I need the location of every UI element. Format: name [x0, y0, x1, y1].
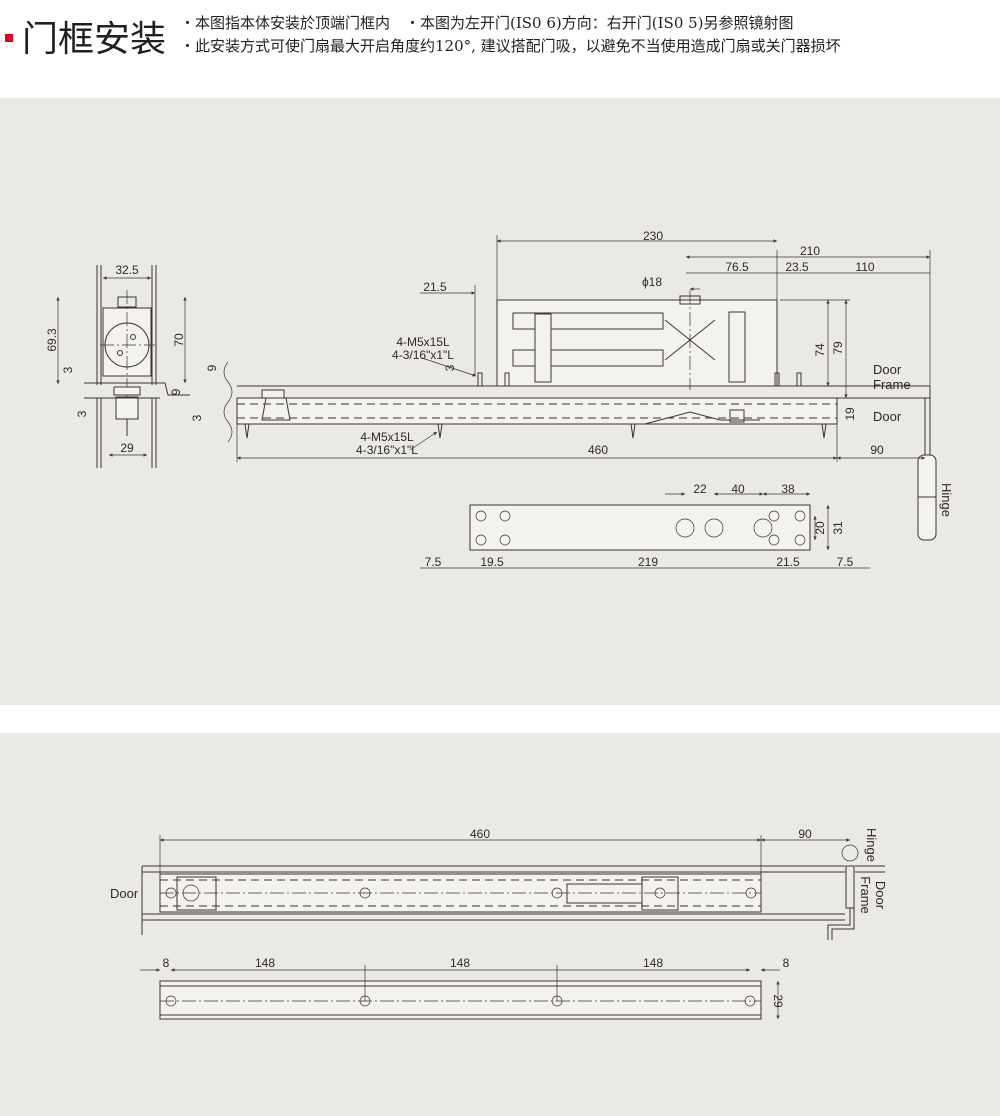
dim-22: 22	[693, 482, 707, 496]
header: 门框安装 ・本图指本体安装於顶端门框内 ・本图为左开门(IS0 6)方向：右开门…	[5, 14, 841, 60]
screws	[244, 372, 827, 439]
dim-38: 38	[781, 482, 795, 496]
dim-110: 110	[855, 260, 874, 274]
dim-32.5: 32.5	[115, 263, 139, 277]
dim-3-screw: 3	[443, 364, 457, 371]
door-frame-label-plan-1: Door	[873, 881, 888, 910]
dim-3-b: 3	[75, 410, 89, 417]
side-section-view: 32.5 69.3 70 3 3 9 29	[45, 263, 190, 468]
dim-21.5-plate: 21.5	[776, 555, 800, 569]
dim-23.5: 23.5	[785, 260, 809, 274]
dim-20: 20	[813, 521, 827, 535]
page-title: 门框安装	[22, 19, 166, 60]
front-elevation-view: 9 3 21.5 230 210 76.5 23.5 110 ϕ18 4-M5x…	[190, 229, 954, 541]
door-label-plan: Door	[110, 886, 139, 901]
dim-8-left: 8	[163, 956, 170, 970]
dim-460-plan: 460	[470, 827, 490, 841]
dim-219: 219	[638, 555, 658, 569]
title-bullet-icon	[5, 34, 13, 42]
dim-19: 19	[843, 407, 857, 421]
dim-40: 40	[731, 482, 745, 496]
dim-69.3: 69.3	[45, 328, 59, 352]
dim-29: 29	[120, 441, 134, 455]
door-label: Door	[873, 409, 902, 424]
screw-spec-bottom-metric: 4-M5x15L	[360, 430, 414, 444]
dim-148-c: 148	[643, 956, 663, 970]
dim-210: 210	[800, 244, 820, 258]
dim-148-a: 148	[255, 956, 275, 970]
dim-31: 31	[831, 521, 845, 535]
dim-460: 460	[588, 443, 608, 457]
dim-3-a: 3	[61, 366, 75, 373]
door-frame-label-1: Door	[873, 362, 902, 377]
screw-spec-bottom-imperial: 4-3/16"x1"L	[356, 443, 418, 457]
dim-148-b: 148	[450, 956, 470, 970]
dim-phi18: ϕ18	[642, 275, 662, 289]
dim-90-plan: 90	[798, 827, 812, 841]
dim-70: 70	[172, 333, 186, 347]
dim-19.5: 19.5	[480, 555, 504, 569]
dim-79: 79	[831, 341, 845, 355]
screw-spec-top-imperial: 4-3/16"x1"L	[392, 348, 454, 362]
door-frame-label-2: Frame	[873, 377, 911, 392]
dim-76.5: 76.5	[725, 260, 749, 274]
note-line-2: ・此安装方式可使门扇最大开启角度约120°, 建议搭配门吸，以避免不当使用造成门…	[180, 37, 841, 55]
dim-8-right: 8	[783, 956, 790, 970]
dim-9: 9	[169, 388, 183, 395]
dim-230: 230	[643, 229, 663, 243]
dim-90: 90	[870, 443, 884, 457]
door-frame-label-plan-2: Frame	[858, 876, 873, 914]
hinge-label-plan: Hinge	[864, 828, 879, 862]
screw-spec-top-metric: 4-M5x15L	[396, 335, 450, 349]
dim-7.5-left: 7.5	[425, 555, 442, 569]
dim-3-front: 3	[190, 414, 204, 421]
hinge-label: Hinge	[939, 483, 954, 517]
plan-view: 460 90 Hinge Door Door Frame	[110, 827, 888, 940]
dim-74: 74	[813, 343, 827, 357]
mounting-plate-view: 22 40 38 20 31 7.5 19.5 219 21.5 7.5	[420, 482, 870, 569]
dim-29-rail: 29	[771, 994, 785, 1008]
dim-9-front: 9	[205, 364, 219, 371]
rail-view: 8 148 148 148 8 29	[140, 956, 790, 1020]
note-line-1: ・本图指本体安装於顶端门框内 ・本图为左开门(IS0 6)方向：右开门(IS0 …	[180, 14, 794, 32]
dim-21.5: 21.5	[423, 280, 447, 294]
dim-7.5-right: 7.5	[837, 555, 854, 569]
